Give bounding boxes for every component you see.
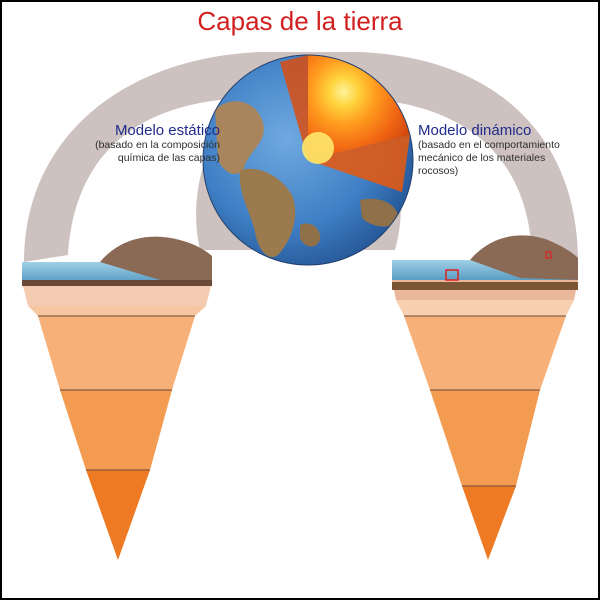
right-crust-band [392, 282, 578, 290]
left-cone-inner-core [86, 470, 150, 560]
dynamic-model-label: Modelo dinámico (basado en el comportami… [418, 122, 593, 178]
right-cone-inner-core [462, 486, 516, 560]
dynamic-model-description-line-2: mecánico de los materiales [418, 152, 546, 164]
right-cone-icon [392, 235, 578, 560]
right-small-marker [545, 251, 552, 259]
static-model-heading: Modelo estático [114, 122, 220, 139]
left-cone-mantle-upper [28, 306, 206, 316]
globe-inner-core [302, 132, 334, 164]
left-land [100, 236, 212, 282]
right-cone-outer-core [430, 390, 540, 486]
static-model-description-line-2: química de las capas) [117, 152, 220, 164]
left-cone-mantle [38, 316, 195, 390]
right-land [470, 235, 578, 280]
left-cone-crust [22, 282, 212, 306]
dynamic-model-description-line-3: rocosos) [418, 165, 459, 177]
right-cone-asthenosphere [396, 300, 574, 316]
diagram-title: Capas de la tierra [197, 6, 403, 36]
globe-cutaway [308, 54, 410, 160]
right-cone-mesosphere [404, 316, 566, 390]
static-model-description-line-1: (basado en la composición [95, 139, 220, 151]
left-cone-outer-core [60, 390, 172, 470]
left-crust-band [22, 280, 212, 286]
dynamic-model-heading: Modelo dinámico [418, 122, 532, 139]
static-model-label: Modelo estático (basado en la composició… [50, 122, 220, 165]
left-cone-icon [22, 236, 212, 560]
dynamic-model-description-line-1: (basado en el comportamiento [418, 139, 560, 151]
earth-globe-cutaway-icon [202, 54, 414, 266]
right-highlight-marker [445, 269, 459, 281]
